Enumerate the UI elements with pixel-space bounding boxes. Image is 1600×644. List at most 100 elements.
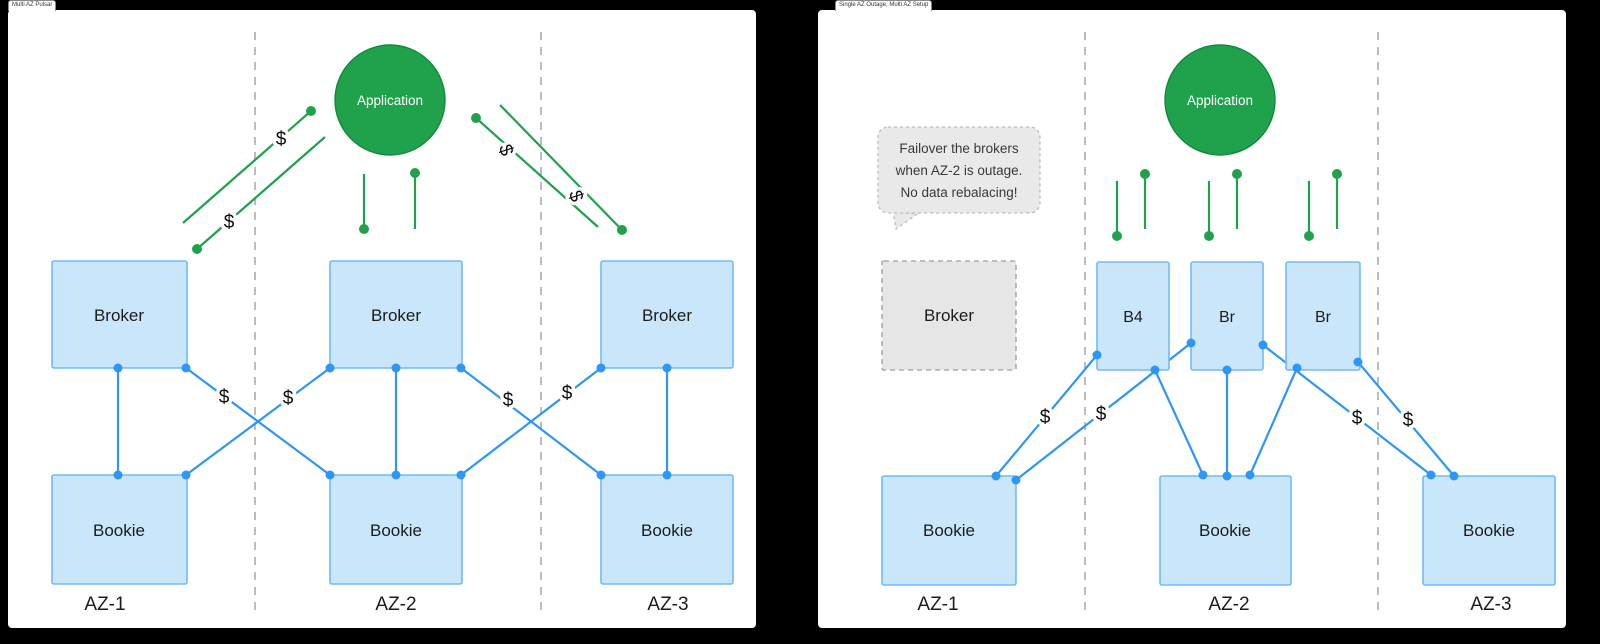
green-endpoint-dot bbox=[1332, 169, 1342, 179]
blue-endpoint-dot bbox=[181, 470, 191, 480]
broker-label-b4: B4 bbox=[1123, 309, 1143, 326]
broker3-bookie2-line bbox=[460, 367, 602, 476]
cost-label: $ bbox=[224, 212, 235, 233]
blue-endpoint-dot bbox=[113, 470, 123, 480]
callout-line-2: when AZ-2 is outage. bbox=[895, 163, 1023, 178]
bookie-box-az1 bbox=[881, 475, 1017, 586]
broker-box-b4 bbox=[1096, 261, 1170, 371]
blue-endpoint-dot bbox=[1150, 365, 1160, 375]
left-panel: Broker Broker Broker Bookie Bookie Booki… bbox=[8, 10, 756, 628]
failed-broker-box-az1 bbox=[881, 260, 1017, 371]
cost-label: $ bbox=[564, 188, 587, 205]
single-az-outage-diagram: Broker B4 Br Br Bookie Bookie Bookie App… bbox=[877, 32, 1556, 615]
produce-line-az1 bbox=[182, 110, 312, 224]
b4-bookie1-line bbox=[995, 354, 1098, 477]
blue-endpoint-dot bbox=[1222, 365, 1232, 375]
blue-endpoint-dot bbox=[596, 363, 606, 373]
br3-bookie2-line bbox=[1248, 367, 1299, 476]
green-endpoint-dot bbox=[617, 225, 627, 235]
blue-endpoint-dot bbox=[1222, 471, 1232, 481]
blue-endpoint-dot bbox=[1198, 470, 1208, 480]
green-endpoint-dot bbox=[1140, 169, 1150, 179]
blue-endpoint-dot bbox=[1353, 357, 1363, 367]
blue-endpoint-dot bbox=[1186, 338, 1196, 348]
blue-endpoint-dot bbox=[1449, 471, 1459, 481]
blue-endpoint-dot bbox=[391, 363, 401, 373]
broker-label-az2: Broker bbox=[371, 306, 421, 325]
multi-az-diagram: Broker Broker Broker Bookie Bookie Booki… bbox=[51, 32, 734, 615]
az-label-3: AZ-3 bbox=[1470, 594, 1511, 615]
broker-label-br3: Br bbox=[1315, 309, 1332, 326]
blue-endpoint-dot bbox=[596, 470, 606, 480]
application-node bbox=[334, 44, 446, 156]
bookie-label-az1: Bookie bbox=[93, 521, 145, 540]
b4-bookie2-line bbox=[1153, 369, 1205, 476]
blue-endpoint-dot bbox=[1011, 475, 1021, 485]
application-label: Application bbox=[1187, 93, 1253, 108]
cost-label: $ bbox=[1403, 410, 1414, 431]
window-tab-single-az-outage[interactable]: Single AZ Outage, Multi AZ Setup bbox=[835, 0, 933, 11]
bookie-label-az1: Bookie bbox=[923, 521, 975, 540]
blue-endpoint-dot bbox=[991, 471, 1001, 481]
blue-endpoint-dot bbox=[1245, 470, 1255, 480]
bookie-label-az3: Bookie bbox=[1463, 521, 1515, 540]
green-endpoint-dot bbox=[1304, 231, 1314, 241]
produce-line-az3 bbox=[475, 117, 599, 228]
az-label-1: AZ-1 bbox=[84, 594, 125, 615]
cost-label: $ bbox=[1096, 404, 1107, 425]
consume-line-az3 bbox=[499, 104, 623, 231]
cost-label: $ bbox=[494, 142, 517, 159]
blue-endpoint-dot bbox=[391, 470, 401, 480]
blue-endpoint-dot bbox=[325, 363, 335, 373]
blue-endpoint-dot bbox=[1258, 340, 1268, 350]
failed-broker-label: Broker bbox=[924, 306, 974, 325]
cost-label: $ bbox=[503, 390, 514, 411]
green-endpoint-dot bbox=[1232, 169, 1242, 179]
consume-line-az1 bbox=[196, 136, 326, 250]
cost-label: $ bbox=[562, 383, 573, 404]
window-tab-multi-az[interactable]: Multi AZ Pulsar bbox=[8, 0, 57, 11]
az-label-3: AZ-3 bbox=[647, 594, 688, 615]
blue-endpoint-dot bbox=[1292, 363, 1302, 373]
callout-line-3: No data rebalacing! bbox=[900, 185, 1017, 200]
green-endpoint-dot bbox=[471, 113, 481, 123]
green-endpoint-dot bbox=[1204, 231, 1214, 241]
application-node bbox=[1164, 44, 1276, 156]
bookie-box-az3 bbox=[1422, 475, 1556, 586]
blue-endpoint-dot bbox=[325, 470, 335, 480]
cost-label: $ bbox=[1040, 407, 1051, 428]
br3-bookie3-line bbox=[1357, 361, 1455, 477]
blue-endpoint-dot bbox=[662, 470, 672, 480]
green-endpoint-dot bbox=[359, 224, 369, 234]
green-endpoint-dot bbox=[1112, 231, 1122, 241]
green-endpoint-dot bbox=[192, 244, 202, 254]
az-label-2: AZ-2 bbox=[1208, 594, 1249, 615]
broker2-bookie1-line bbox=[185, 367, 331, 476]
blue-endpoint-dot bbox=[113, 363, 123, 373]
cost-label: $ bbox=[219, 387, 230, 408]
broker-label-br2: Br bbox=[1219, 309, 1236, 326]
callout-tail bbox=[892, 210, 919, 231]
broker-box-br3 bbox=[1285, 261, 1361, 371]
blue-endpoint-dot bbox=[1092, 350, 1102, 360]
blue-endpoint-dot bbox=[456, 363, 466, 373]
blue-endpoint-dot bbox=[456, 470, 466, 480]
right-panel: Broker B4 Br Br Bookie Bookie Bookie App… bbox=[818, 10, 1566, 628]
az-label-1: AZ-1 bbox=[917, 594, 958, 615]
green-endpoint-dot bbox=[306, 106, 316, 116]
broker-label-az1: Broker bbox=[94, 306, 144, 325]
application-label: Application bbox=[357, 93, 423, 108]
bookie-label-az3: Bookie bbox=[641, 521, 693, 540]
blue-endpoint-dot bbox=[662, 363, 672, 373]
az-label-2: AZ-2 bbox=[375, 594, 416, 615]
callout-bubble bbox=[877, 126, 1041, 214]
green-endpoint-dot bbox=[410, 168, 420, 178]
broker-label-az3: Broker bbox=[642, 306, 692, 325]
cost-label: $ bbox=[283, 388, 294, 409]
bookie-label-az2: Bookie bbox=[370, 521, 422, 540]
blue-endpoint-dot bbox=[181, 363, 191, 373]
cost-label: $ bbox=[1352, 408, 1363, 429]
blue-endpoint-dot bbox=[1426, 470, 1436, 480]
callout-line-1: Failover the brokers bbox=[899, 141, 1019, 156]
cost-label: $ bbox=[276, 129, 287, 150]
